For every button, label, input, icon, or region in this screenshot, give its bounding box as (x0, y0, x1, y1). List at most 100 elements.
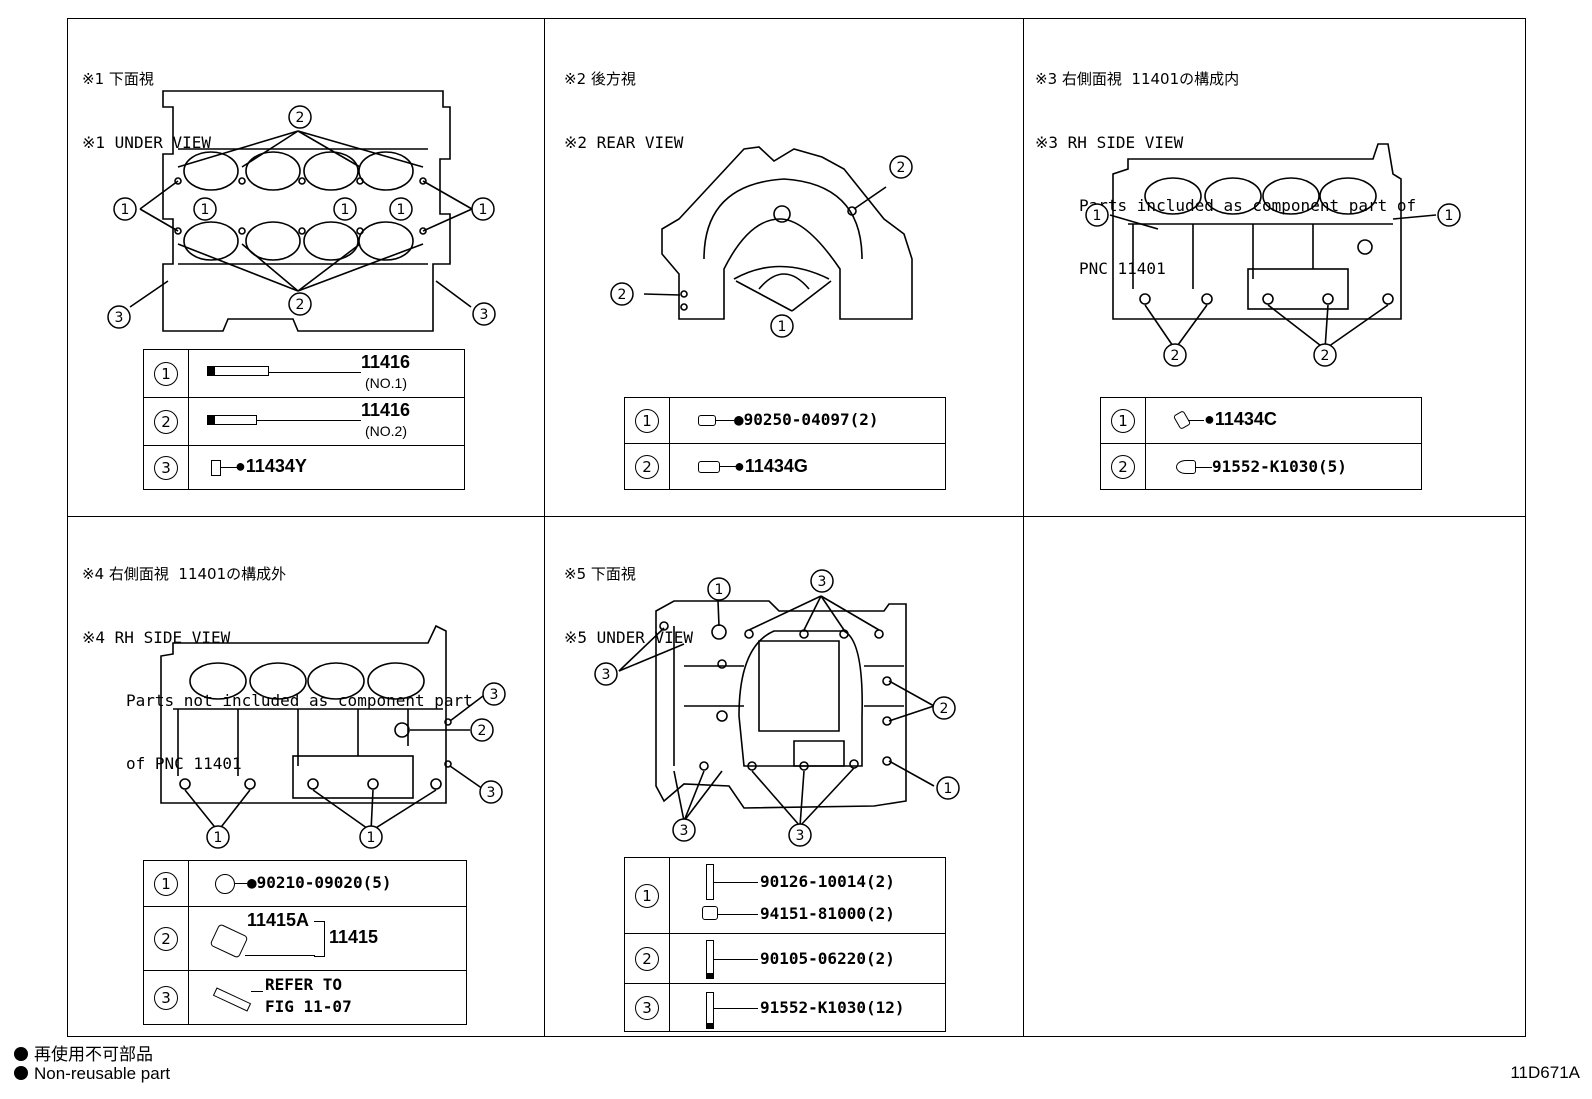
part-number: ●90210-09020(5) (247, 873, 392, 892)
table-row: 2 90105-06220(2) (624, 933, 946, 984)
callout-2: 2 (296, 297, 305, 313)
legend-text-jp: 再使用不可部品 (34, 1045, 153, 1064)
item-number: 2 (154, 926, 178, 951)
table-row: 1 ●90210-09020(5) (143, 860, 467, 907)
filled-dot-icon (14, 1047, 28, 1061)
item-number: 2 (635, 454, 659, 479)
part-number: 11416 (361, 352, 411, 372)
part-number: ●90250-04097(2) (734, 410, 879, 429)
part-note: (NO.1) (365, 375, 407, 391)
callout-1: 1 (121, 202, 130, 218)
engine-block-side-drawing: 3 2 3 1 1 (160, 624, 506, 849)
divider (1023, 19, 1024, 1036)
assembly-number: 11415 (329, 927, 379, 947)
panel-title-en: ※1 UNDER VIEW (82, 133, 211, 152)
panel-title-jp: ※2 後方視 (564, 70, 636, 88)
callout-1: 1 (367, 830, 376, 846)
table-row: 2 ●11434G (624, 443, 946, 490)
panel-title-jp: ※1 下面視 (82, 70, 154, 88)
part-number: ●11434Y (235, 456, 307, 476)
table-row: 2 11415A 11415 (143, 906, 467, 971)
plug-icon (211, 460, 221, 476)
item-number: 1 (635, 408, 659, 433)
legend-jp: 再使用不可部品 (14, 1040, 153, 1065)
panel-rh-side-view-not-included: ※4 右側面視 11401の構成外 ※4 RH SIDE VIEW Parts … (68, 516, 544, 1038)
callout-2: 2 (897, 160, 906, 176)
legend-text-en: Non-reusable part (34, 1064, 171, 1083)
parts-table: 1 11416 (NO.1) 2 11416 (NO.2) 3 (143, 349, 465, 490)
washer-icon (215, 874, 235, 894)
callout-1: 1 (341, 202, 350, 218)
callout-2: 2 (1171, 348, 1180, 364)
panel-under-view-1: ※1 下面視 ※1 UNDER VIEW (68, 19, 544, 516)
item-number: 2 (1111, 454, 1135, 479)
panel-title-en: ※5 UNDER VIEW (564, 628, 693, 647)
pipe-icon (209, 923, 249, 959)
callout-1: 1 (944, 781, 953, 797)
callout-3: 3 (487, 785, 496, 801)
bolt-icon (706, 940, 714, 979)
divider (68, 516, 1525, 517)
item-number: 1 (154, 871, 178, 896)
parts-table: 1 ●90210-09020(5) 2 11415A 11415 3 (143, 860, 467, 1025)
callout-1: 1 (715, 582, 724, 598)
table-row: 1 90126-10014(2) 94151-81000(2) (624, 857, 946, 934)
legend-en: Non-reusable part (14, 1064, 170, 1084)
item-number: 1 (635, 883, 659, 908)
callout-3: 3 (818, 574, 827, 590)
diagram-grid: ※1 下面視 ※1 UNDER VIEW (67, 18, 1526, 1037)
callout-1: 1 (214, 830, 223, 846)
item-number: 2 (635, 946, 659, 971)
part-number: ●11434C (1204, 409, 1277, 429)
callout-3: 3 (115, 310, 124, 326)
panel-title-jp: ※4 右側面視 11401の構成外 (82, 565, 287, 583)
callout-1: 1 (201, 202, 210, 218)
part-number: ●11434G (734, 456, 808, 476)
stud-icon (212, 987, 252, 1012)
table-row: 1 ●11434C (1100, 397, 1422, 444)
callout-3: 3 (796, 828, 805, 844)
part-note: (NO.2) (365, 423, 407, 439)
divider (544, 19, 545, 1036)
table-row: 1 11416 (NO.1) (143, 349, 465, 398)
callout-2: 2 (478, 723, 487, 739)
item-number: 1 (154, 361, 178, 386)
part-number: 11415A (247, 910, 310, 930)
callout-2: 2 (618, 287, 627, 303)
callout-3: 3 (490, 687, 499, 703)
item-number: 3 (635, 995, 659, 1020)
callout-1: 1 (479, 202, 488, 218)
callout-3: 3 (480, 307, 489, 323)
part-number: 94151-81000(2) (760, 904, 895, 923)
reference-figure: FIG 11-07 (265, 997, 352, 1016)
engine-block-side-drawing: 1 1 2 2 (1085, 143, 1461, 367)
oil-pan-underside-drawing: 1 3 3 2 1 3 3 (594, 569, 960, 847)
table-row: 3 ●11434Y (143, 445, 465, 490)
bolt-icon (207, 415, 257, 425)
callout-1: 1 (397, 202, 406, 218)
callout-3: 3 (602, 667, 611, 683)
figure-id: 11D671A (1510, 1063, 1580, 1082)
panel-title-en: ※3 RH SIDE VIEW (1035, 133, 1184, 152)
parts-table: 1 ●11434C 2 91552-K1030(5) (1100, 397, 1422, 490)
table-row: 3 REFER TO FIG 11-07 (143, 970, 467, 1025)
part-number: 91552-K1030(12) (760, 998, 905, 1017)
callout-2: 2 (296, 110, 305, 126)
panel-title-jp: ※5 下面視 (564, 565, 636, 583)
engine-block-rear-drawing: 2 2 1 (610, 146, 913, 338)
callout-1: 1 (1093, 208, 1102, 224)
callout-2: 2 (940, 701, 949, 717)
part-number: 90105-06220(2) (760, 949, 895, 968)
panel-title-jp: ※3 右側面視 11401の構成内 (1035, 70, 1240, 88)
bolt-icon (207, 366, 269, 376)
panel-empty (1023, 516, 1527, 1038)
panel-under-view-5: ※5 下面視 ※5 UNDER VIEW (544, 516, 1023, 1038)
panel-description: PNC 11401 (1079, 259, 1166, 278)
bolt-icon (1176, 460, 1196, 474)
panel-title-en: ※2 REAR VIEW (564, 133, 684, 152)
table-row: 2 91552-K1030(5) (1100, 443, 1422, 490)
pin-icon (698, 415, 716, 426)
part-number: 11416 (361, 400, 411, 420)
table-row: 1 ●90250-04097(2) (624, 397, 946, 444)
item-number: 1 (1111, 408, 1135, 433)
